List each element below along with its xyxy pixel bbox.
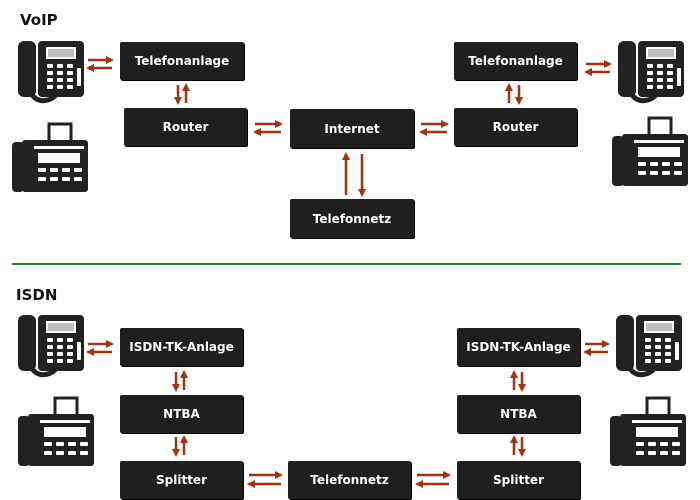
- voip-telefonanlage-right: Telefonanlage: [454, 42, 577, 80]
- voip-router-left: Router: [124, 108, 247, 146]
- voip-telefonnetz: Telefonnetz: [290, 199, 414, 238]
- fax-machine-icon: [608, 396, 688, 468]
- isdn-splitter-left: Splitter: [120, 461, 243, 499]
- voip-title: VoIP: [20, 11, 58, 29]
- desk-phone-icon: [616, 315, 682, 375]
- voip-telefonanlage-left: Telefonanlage: [120, 42, 244, 80]
- isdn-ntba-right: NTBA: [457, 395, 580, 433]
- isdn-splitter-right: Splitter: [457, 461, 580, 499]
- desk-phone-icon: [18, 315, 84, 375]
- desk-phone-icon: [618, 41, 684, 101]
- section-divider: [12, 263, 681, 265]
- voip-internet: Internet: [290, 109, 414, 148]
- fax-machine-icon: [10, 122, 90, 194]
- fax-machine-icon: [610, 116, 690, 188]
- fax-machine-icon: [16, 396, 96, 468]
- desk-phone-icon: [18, 41, 84, 101]
- isdn-tk-anlage-right: ISDN-TK-Anlage: [457, 328, 580, 366]
- isdn-tk-anlage-left: ISDN-TK-Anlage: [120, 328, 243, 366]
- voip-router-right: Router: [454, 108, 577, 146]
- isdn-telefonnetz: Telefonnetz: [288, 461, 411, 499]
- isdn-ntba-left: NTBA: [120, 395, 243, 433]
- isdn-title: ISDN: [16, 286, 58, 304]
